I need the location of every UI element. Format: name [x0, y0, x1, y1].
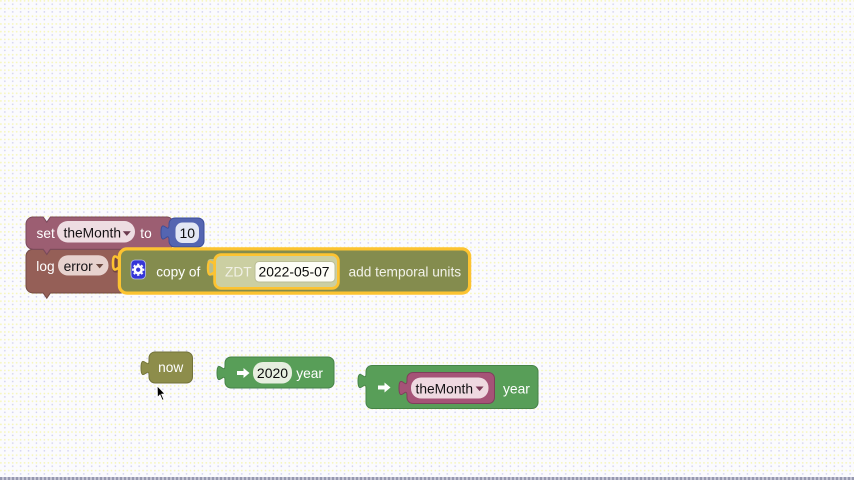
svg-text:add temporal units: add temporal units	[349, 264, 462, 279]
svg-text:error: error	[64, 259, 94, 274]
svg-text:2022-05-07: 2022-05-07	[258, 264, 329, 280]
svg-text:year: year	[296, 366, 323, 381]
svg-text:10: 10	[180, 225, 196, 241]
svg-text:now: now	[158, 360, 183, 375]
svg-text:theMonth: theMonth	[416, 381, 474, 396]
svg-text:ZDT: ZDT	[225, 264, 252, 279]
svg-text:copy of: copy of	[156, 264, 200, 279]
svg-text:theMonth: theMonth	[64, 226, 122, 241]
svg-text:log: log	[36, 259, 54, 274]
svg-text:2020: 2020	[257, 365, 288, 381]
svg-text:to: to	[140, 226, 152, 241]
svg-text:set: set	[37, 226, 55, 241]
svg-text:year: year	[503, 381, 530, 396]
